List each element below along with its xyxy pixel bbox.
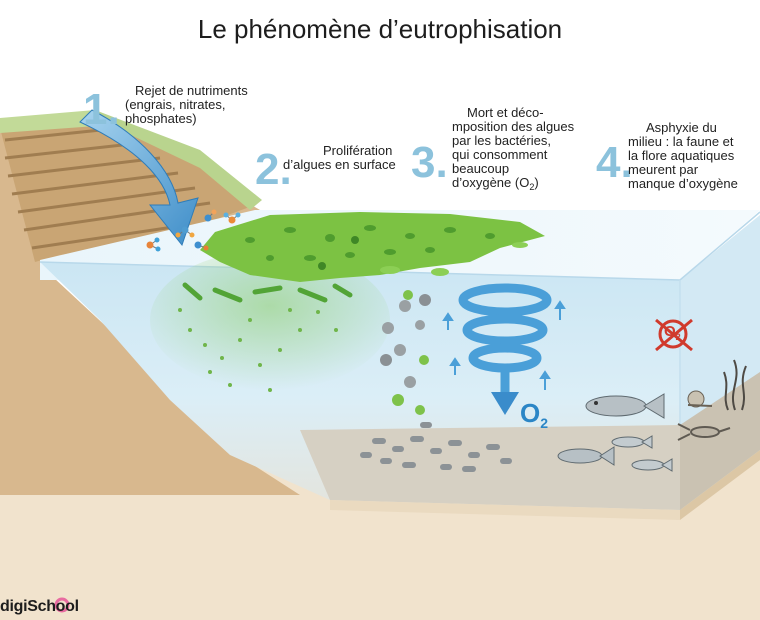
seaweed-icon <box>723 359 747 411</box>
oxygen-label: O2 <box>520 398 549 431</box>
no-oxygen-label: O2 <box>664 323 681 342</box>
fish-icon <box>557 393 673 472</box>
snail-icon <box>687 390 713 408</box>
oxygen-spiral-arrow-icon <box>458 283 552 400</box>
page-title: Le phénomène d’eutrophisation <box>197 14 563 44</box>
step-1-number: 1. <box>83 85 120 134</box>
brand-logo: digiSchool <box>0 598 79 615</box>
no-oxygen-icon <box>655 318 693 352</box>
step-3-text: Mort et déco- mposition des algues par l… <box>452 105 575 193</box>
step-2-number: 2. <box>255 145 292 194</box>
crayfish-icon <box>677 423 731 441</box>
step-4-number: 4. <box>596 138 633 187</box>
step-4-text: Asphyxie du milieu : la faune et la flor… <box>628 120 738 191</box>
algae-cloud <box>150 250 390 390</box>
step-3-number: 3. <box>411 138 448 187</box>
step-2-text: Prolifération d’algues en surface <box>283 143 396 172</box>
dead-algae-icon <box>380 290 431 415</box>
logo-mark <box>54 597 70 613</box>
filament-algae <box>182 282 353 303</box>
runoff-arrow-icon <box>79 109 199 247</box>
algae-particles <box>178 308 338 392</box>
grass-strip <box>95 110 262 210</box>
step-1-text: Rejet de nutriments (engrais, nitrates, … <box>125 83 248 126</box>
algae-cells <box>245 225 495 270</box>
oxygen-small-arrows <box>442 300 566 390</box>
bacteria-icon <box>360 422 512 472</box>
nutrient-molecule-icon <box>146 209 241 252</box>
